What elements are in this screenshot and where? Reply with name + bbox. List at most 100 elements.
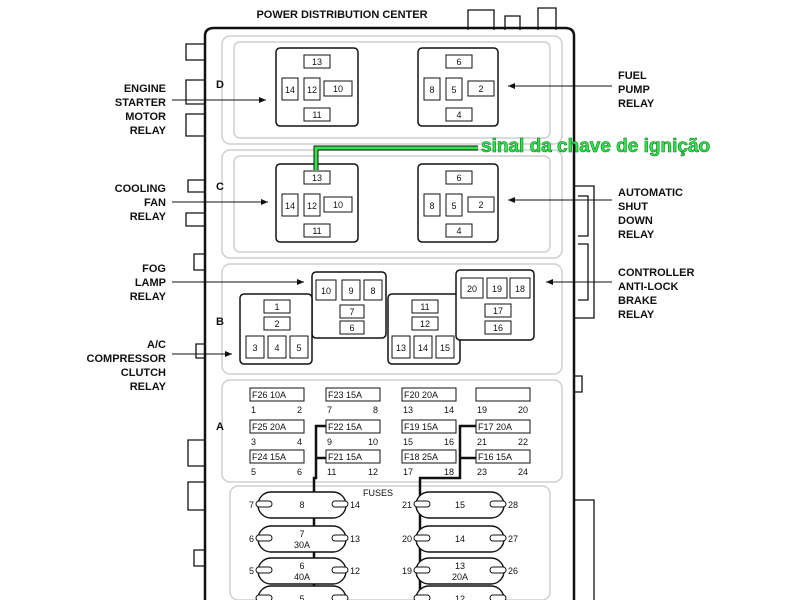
maxi-fuse-slot — [255, 594, 273, 600]
maxi-fuse-slot — [331, 534, 349, 542]
pin-label: 13 — [396, 343, 406, 353]
label-asd-2: SHUT — [618, 201, 648, 213]
pin-label: 8 — [429, 85, 434, 95]
pin-label: 4 — [274, 343, 279, 353]
label-abs-1: CONTROLLER — [618, 267, 694, 279]
maxi-fuse-rating: 30A — [294, 540, 310, 550]
engine-starter-relay: 13 14 12 10 11 — [275, 47, 359, 127]
pin-label: 12 — [420, 319, 430, 329]
maxi-fuse-slot — [255, 500, 273, 508]
pin-label: 9 — [348, 286, 353, 296]
fog-lamp-relay: 10 9 8 7 6 — [311, 271, 387, 339]
fuse-label: F25 20A — [252, 422, 286, 432]
maxi-terminal-left: 19 — [402, 566, 412, 576]
fuse-terminal-right: 24 — [518, 467, 528, 477]
label-ac-1: A/C — [147, 339, 166, 351]
fuse-label: F20 20A — [404, 390, 438, 400]
pin-label: 4 — [456, 226, 461, 236]
pin-label: 13 — [312, 57, 322, 67]
pin-label: 13 — [312, 173, 322, 183]
fuse-terminal-right: 18 — [444, 467, 454, 477]
maxi-fuse-number: 6 — [299, 561, 304, 571]
pin-label: 11 — [312, 110, 321, 120]
fuse-body — [401, 449, 457, 464]
pin-label: 2 — [478, 200, 483, 210]
maxi-terminal-left: 5 — [249, 566, 254, 576]
fuse-terminal-right: 2 — [297, 405, 302, 415]
pin-label: 14 — [285, 201, 295, 211]
pin-label: 6 — [456, 57, 461, 67]
maxi-fuse: 12 — [413, 585, 507, 600]
fuse-terminal-left: 3 — [251, 437, 256, 447]
pin-label: 2 — [274, 319, 279, 329]
ac-clutch-relay: 1 2 3 4 5 — [239, 293, 313, 365]
label-abs-3: BRAKE — [618, 295, 657, 307]
section-c: C — [216, 181, 224, 193]
pin-label: 4 — [456, 110, 461, 120]
maxi-fuse-slot — [331, 500, 349, 508]
fuse-body — [249, 419, 305, 434]
fuse-body — [249, 449, 305, 464]
fuse-label: F22 15A — [328, 422, 362, 432]
fuse-terminal-left: 5 — [251, 467, 256, 477]
section-d: D — [216, 79, 224, 91]
maxi-terminal-right: 27 — [508, 534, 518, 544]
fuse-terminal-left: 13 — [403, 405, 413, 415]
maxi-fuse-number: 8 — [299, 500, 304, 510]
label-engine-starter-2: STARTER — [115, 97, 166, 109]
maxi-fuse-slot — [489, 534, 507, 542]
label-cooling-fan-3: RELAY — [130, 211, 167, 223]
pin-label: 14 — [418, 343, 428, 353]
fuse-label: F19 15A — [404, 422, 438, 432]
pdc-housing — [203, 26, 576, 600]
label-asd-4: RELAY — [618, 229, 655, 241]
pin-label: 10 — [333, 84, 343, 94]
maxi-fuse: 5 — [255, 585, 349, 600]
maxi-fuse-number: 5 — [299, 594, 304, 600]
label-cooling-fan-1: COOLING — [115, 183, 166, 195]
inner-panels — [221, 35, 563, 600]
left-labels: ENGINE STARTER MOTOR RELAY COOLING FAN R… — [87, 83, 167, 393]
maxi-fuse-slot — [413, 500, 431, 508]
maxi-fuse-rating: 20A — [452, 572, 468, 582]
pin-label: 7 — [349, 307, 354, 317]
fuse-label: F18 25A — [404, 452, 438, 462]
fuses-label: FUSES — [363, 488, 393, 498]
cooling-fan-relay: 13 14 12 10 11 — [275, 163, 359, 243]
maxi-terminal-right: 12 — [350, 566, 360, 576]
abs-relay: 20 19 18 17 16 — [455, 269, 535, 341]
label-fog-1: FOG — [142, 263, 166, 275]
maxi-terminal-left: 20 — [402, 534, 412, 544]
mid-relay: 11 12 13 14 15 — [387, 293, 461, 365]
maxi-fuse-rating: 40A — [294, 572, 310, 582]
fuse-label: F21 15A — [328, 452, 362, 462]
fuse-terminal-right: 20 — [518, 405, 528, 415]
maxi-fuse-number: 13 — [455, 561, 465, 571]
maxi-fuse-number: 14 — [455, 534, 465, 544]
section-b: B — [216, 316, 224, 328]
fuse-terminal-left: 7 — [327, 405, 332, 415]
label-asd-1: AUTOMATIC — [618, 187, 683, 199]
fuse-body — [325, 449, 381, 464]
leader-arrows — [172, 83, 612, 357]
pin-label: 16 — [493, 323, 503, 333]
maxi-terminal-right: 26 — [508, 566, 518, 576]
pin-label: 8 — [370, 286, 375, 296]
pin-label: 11 — [312, 226, 321, 236]
auto-shutdown-relay: 6 8 5 2 4 — [417, 163, 499, 243]
fuse-body — [475, 387, 531, 402]
ignition-annotation: sinal da chave de ignição — [481, 136, 710, 157]
fuse-terminal-right: 22 — [518, 437, 528, 447]
